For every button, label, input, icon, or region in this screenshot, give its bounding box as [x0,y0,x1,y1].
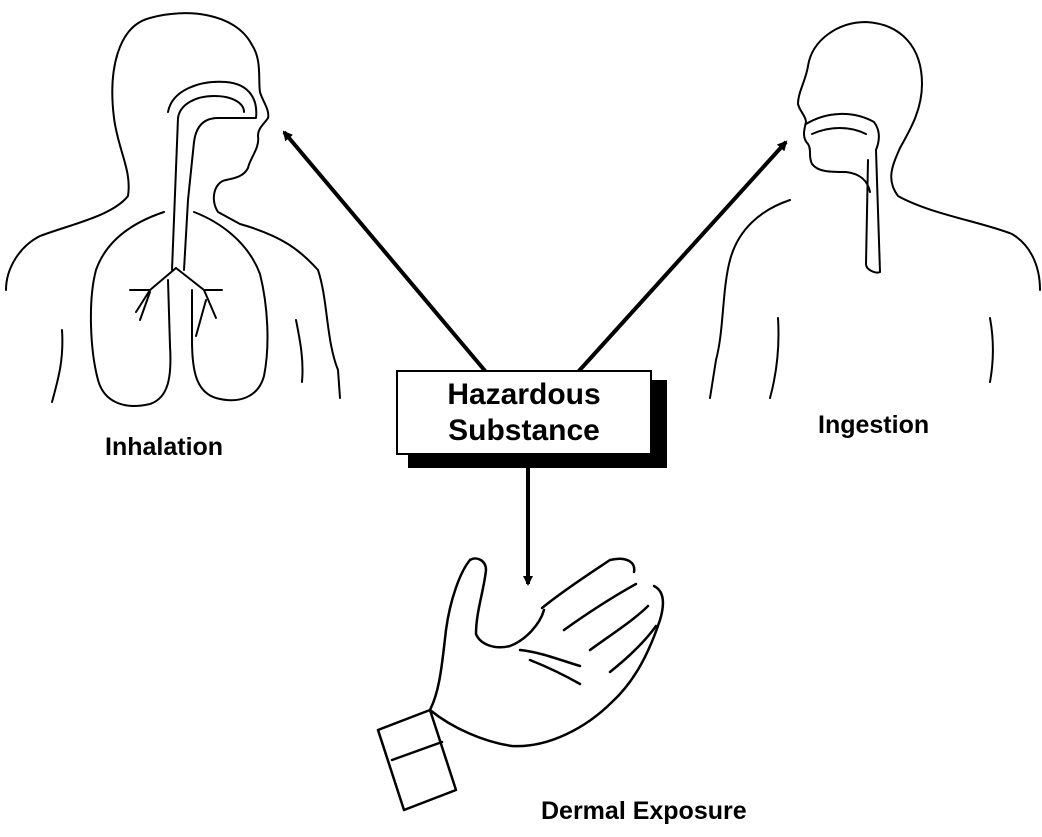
hand-figure [378,558,663,810]
right-body-outline [710,200,790,398]
right-head-outline [808,22,1040,290]
hand-thumb [430,560,470,710]
arrow-to-ingestion [578,142,786,372]
right-arm-line [296,320,303,382]
center-label-line2: Substance [448,413,600,449]
hand-fingers [542,559,656,672]
respiratory-figure [6,13,340,406]
hand-thumb-top [470,558,544,647]
hand-cuff-band [392,742,442,760]
inhalation-label: Inhalation [105,433,223,462]
left-arm-line [52,330,62,402]
left-shoulder-outline [6,18,150,290]
digestive-figure [710,22,1040,398]
right-body-arm [770,318,779,398]
left-head-outline [150,13,340,398]
hazardous-substance-box: Hazardous Substance [396,370,652,455]
esophagus-outline [866,150,880,273]
center-label-line1: Hazardous [447,377,600,413]
bronchi [130,268,222,336]
hand-cuff [378,710,456,810]
arrow-to-inhalation [284,132,486,372]
dermal-exposure-label: Dermal Exposure [541,797,747,826]
hand-palm-lines [520,650,580,684]
trachea-outline-inner [178,96,244,118]
right-body-edge [990,318,993,382]
left-lung [91,212,171,406]
trachea-left [172,118,178,270]
mouth-outline [806,114,879,150]
ingestion-label: Ingestion [818,411,929,440]
